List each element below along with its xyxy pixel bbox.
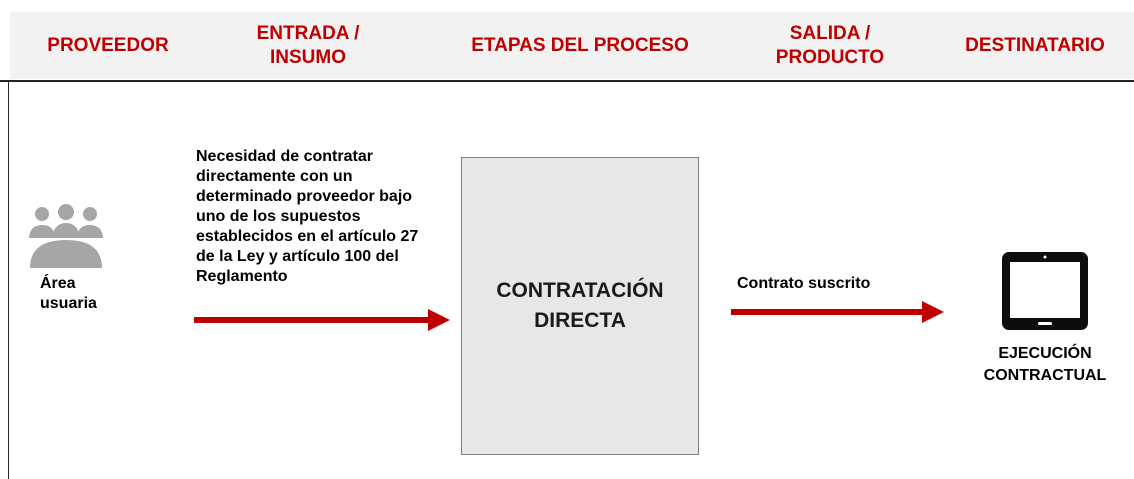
header-divider [0, 80, 1134, 82]
header-salida: SALIDA / PRODUCTO [775, 22, 885, 68]
input-arrow-shaft [194, 317, 428, 323]
people-group-icon [29, 204, 103, 268]
output-label: Contrato suscrito [737, 275, 871, 292]
supplier-label: Área usuaria [40, 275, 97, 312]
output-arrow-head [922, 301, 944, 323]
header-proveedor: PROVEEDOR [47, 34, 169, 56]
header-etapas: ETAPAS DEL PROCESO [471, 34, 689, 56]
header-entrada: ENTRADA / INSUMO [256, 22, 360, 68]
output-arrow-shaft [731, 309, 923, 315]
process-label: CONTRATACIÓN DIRECTA [496, 279, 664, 332]
tablet-icon [1002, 252, 1088, 330]
input-description: Necesidad de contratar directamente con … [196, 148, 419, 285]
header-destinatario: DESTINATARIO [965, 34, 1105, 56]
recipient-label: EJECUCIÓN CONTRACTUAL [983, 345, 1107, 384]
header-band [10, 12, 1134, 79]
input-arrow-head [428, 309, 450, 331]
process-box: CONTRATACIÓN DIRECTA [461, 157, 699, 455]
left-border [8, 80, 9, 479]
